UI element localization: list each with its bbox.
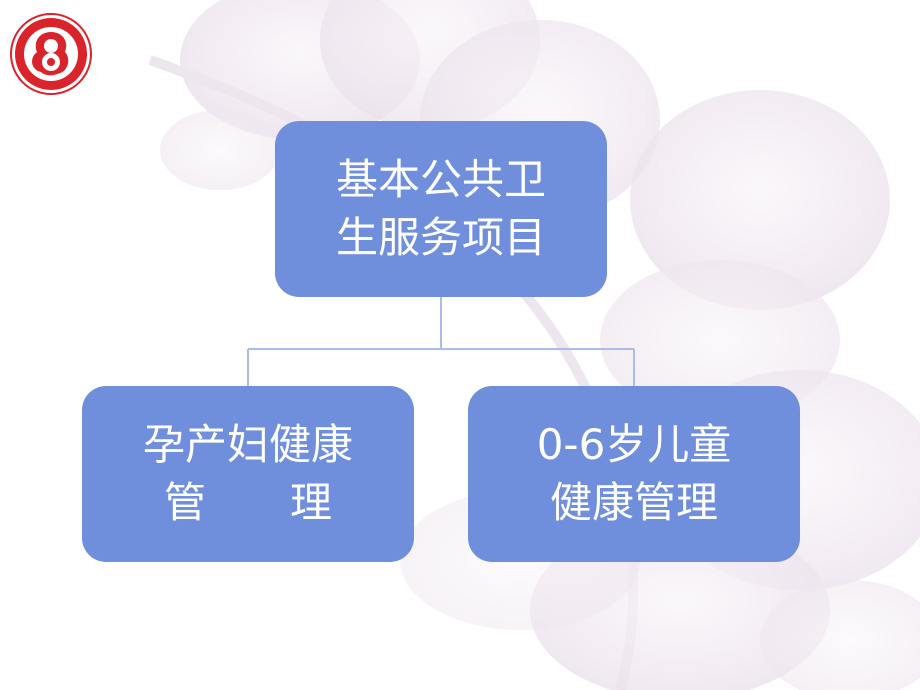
child-health-node-line-2: 健康管理 <box>550 474 718 532</box>
maternal-health-node-line-2: 管 理 <box>164 474 332 532</box>
child-health-node: 0-6岁儿童 健康管理 <box>468 386 800 562</box>
root-node-line-2: 生服务项目 <box>336 209 546 267</box>
root-node-line-1: 基本公共卫 <box>336 151 546 209</box>
root-node: 基本公共卫 生服务项目 <box>275 121 607 297</box>
child-health-node-line-1: 0-6岁儿童 <box>537 416 732 474</box>
maternal-health-node-line-1: 孕产妇健康 <box>143 416 353 474</box>
maternal-health-node: 孕产妇健康 管 理 <box>82 386 414 562</box>
